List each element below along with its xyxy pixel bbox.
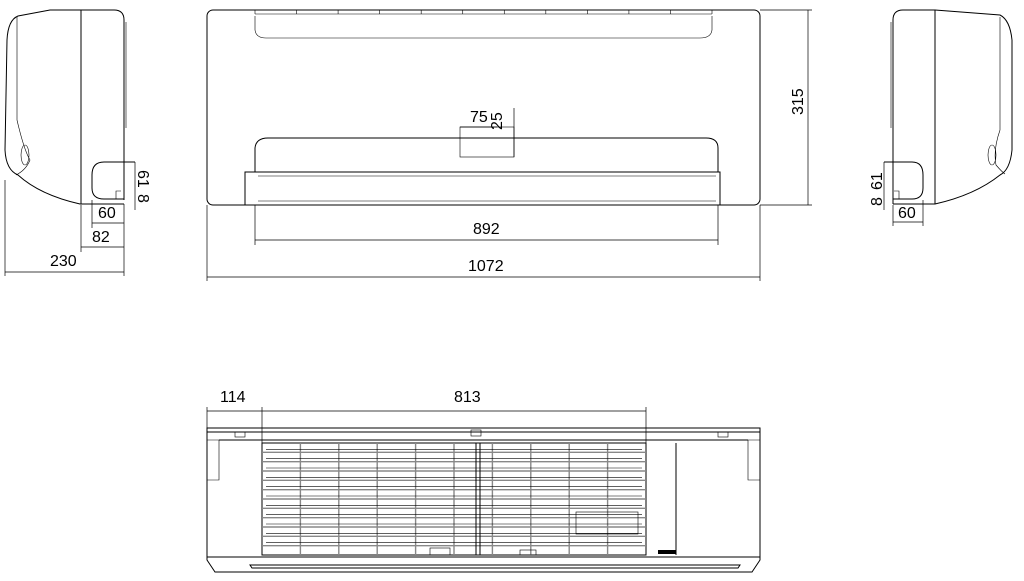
air-inlet-grille: [261, 442, 677, 556]
bottom-view: 114 813: [206, 389, 761, 573]
top-vent-slots: [254, 10, 713, 15]
dim-left-rear-depth: 82: [92, 229, 110, 246]
dim-total-height: 315: [790, 88, 807, 115]
bottom-clip: [429, 547, 451, 556]
dim-panel-width: 892: [473, 221, 500, 238]
dim-right-pipe-hole-offset: 8: [869, 197, 886, 206]
bottom-clip: [519, 549, 537, 556]
sensor-bracket: [575, 511, 639, 535]
dim-left-total-depth: 230: [50, 253, 77, 270]
nameplate-label: [658, 550, 676, 554]
dim-left-pipe-hole-width: 60: [98, 205, 116, 222]
front-view: 75 25 892 1072 315: [206, 9, 812, 281]
dim-right-pipe-hole-width: 60: [898, 205, 916, 222]
dim-left-pipe-hole-offset: 8: [134, 194, 151, 203]
left-side-view: 61 8 60 82 230: [4, 9, 151, 276]
dim-side-offset: 114: [220, 389, 246, 406]
dim-display-width: 75: [470, 109, 488, 126]
dim-left-pipe-hole-height: 61: [134, 170, 151, 188]
dim-display-height: 25: [489, 112, 506, 130]
right-side-view: 8 61 60: [869, 9, 1013, 226]
dim-total-width: 1072: [468, 258, 504, 275]
dim-right-pipe-hole-height: 61: [869, 172, 886, 190]
dim-grille-width: 813: [454, 389, 481, 406]
